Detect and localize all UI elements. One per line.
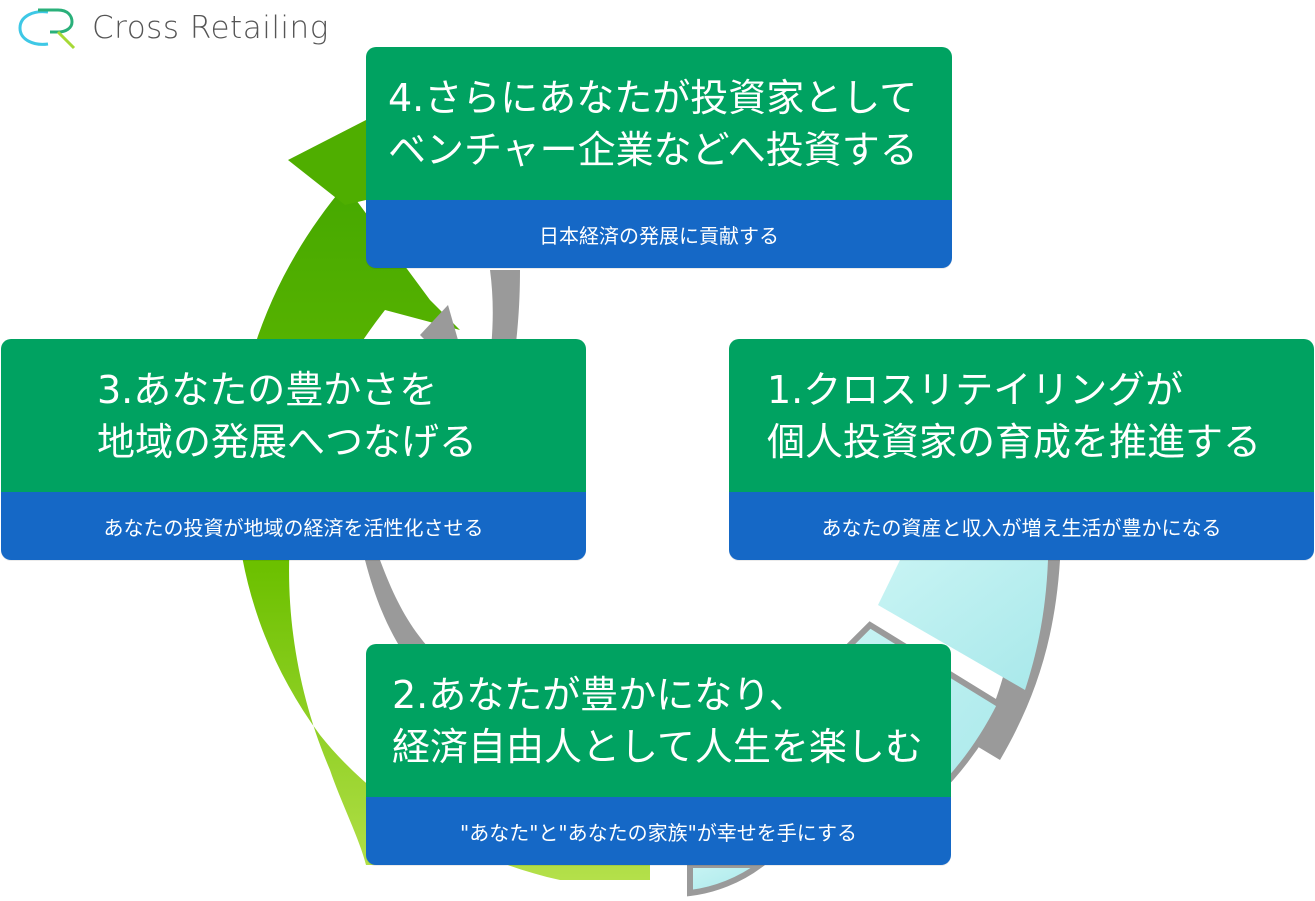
step-2-title: 2.あなたが豊かになり、 経済自由人として人生を楽しむ <box>366 644 951 797</box>
step-3-title-line-2: 地域の発展へつなげる <box>97 419 478 464</box>
step-4-title: 4.さらにあなたが投資家として ベンチャー企業などへ投資する <box>366 47 952 200</box>
step-card-1: 1.クロスリテイリングが 個人投資家の育成を推進する あなたの資産と収入が増え生… <box>729 339 1314 560</box>
step-3-subtitle: あなたの投資が地域の経済を活性化させる <box>1 492 586 560</box>
step-4-title-line-1: 4.さらにあなたが投資家として <box>388 75 918 120</box>
arc-green-arrowhead <box>288 120 366 205</box>
arc-cyan-segment-3 <box>687 862 770 897</box>
step-3-title: 3.あなたの豊かさを 地域の発展へつなげる <box>1 339 586 492</box>
step-2-title-line-1: 2.あなたが豊かになり、 <box>392 672 807 717</box>
step-4-title-line-2: ベンチャー企業などへ投資する <box>388 127 918 172</box>
step-card-3: 3.あなたの豊かさを 地域の発展へつなげる あなたの投資が地域の経済を活性化させ… <box>1 339 586 560</box>
step-4-subtitle: 日本経済の発展に貢献する <box>366 200 952 268</box>
brand-logo: Cross Retailing <box>14 6 329 50</box>
step-1-title-line-2: 個人投資家の育成を推進する <box>767 419 1262 464</box>
step-card-2: 2.あなたが豊かになり、 経済自由人として人生を楽しむ "あなた"と"あなたの家… <box>366 644 951 865</box>
step-3-title-line-1: 3.あなたの豊かさを <box>97 367 438 412</box>
step-1-title-line-1: 1.クロスリテイリングが <box>767 367 1184 412</box>
cross-retailing-logo-icon <box>18 8 76 50</box>
step-2-title-line-2: 経済自由人として人生を楽しむ <box>392 724 923 769</box>
step-card-4: 4.さらにあなたが投資家として ベンチャー企業などへ投資する 日本経済の発展に貢… <box>366 47 952 268</box>
arc-inner-notch <box>420 305 458 345</box>
step-1-title: 1.クロスリテイリングが 個人投資家の育成を推進する <box>729 339 1314 492</box>
logo-text: Cross Retailing <box>92 10 329 46</box>
step-2-subtitle: "あなた"と"あなたの家族"が幸せを手にする <box>366 797 951 865</box>
arc-cyan-segment-1 <box>878 560 1048 690</box>
step-1-subtitle: あなたの資産と収入が増え生活が豊かになる <box>729 492 1314 560</box>
